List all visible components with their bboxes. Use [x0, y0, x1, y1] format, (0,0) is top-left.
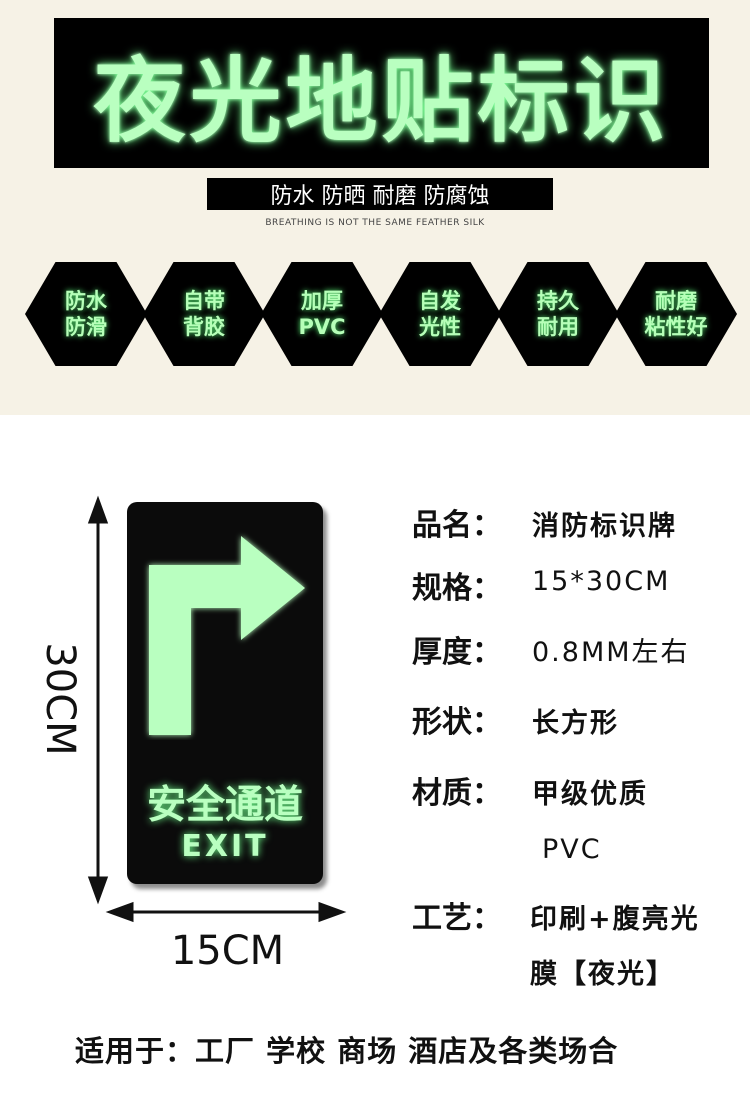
usage-line: 适用于：工厂 学校 商场 酒店及各类场合 — [75, 1034, 619, 1068]
spec-key-shape: 形状： — [412, 705, 502, 740]
feature-hexagon: 防水 防滑 — [25, 262, 147, 366]
tagline: BREATHING IS NOT THE SAME FEATHER SILK — [265, 218, 485, 228]
feature-label: 自发 光性 — [419, 289, 461, 339]
sign-exit-text: EXIT — [181, 829, 269, 864]
right-turn-arrow-icon — [149, 536, 305, 735]
arrow-right-icon — [318, 901, 347, 923]
height-label: 30CM — [37, 642, 83, 756]
spec-value-name: 消防标识牌 — [532, 511, 677, 542]
spec-value-process-2: 膜【夜光】 — [530, 959, 675, 990]
feature-hexagon: 加厚 PVC — [261, 262, 383, 366]
spec-value-thickness: 0.8MM左右 — [532, 637, 690, 668]
feature-label: 加厚 PVC — [298, 289, 346, 339]
arrow-down-icon — [87, 876, 109, 905]
feature-label: 耐磨 粘性好 — [644, 289, 708, 339]
feature-hexagons: 防水 防滑 自带 背胶 加厚 PVC 自发 光性 持久 耐用 耐磨 粘性好 — [0, 262, 750, 372]
feature-label: 防水 防滑 — [65, 289, 107, 339]
spec-key-name: 品名： — [412, 508, 502, 543]
spec-value-size: 15*30CM — [532, 566, 671, 597]
feature-hexagon: 自带 背胶 — [143, 262, 265, 366]
spec-key-thickness: 厚度： — [412, 635, 502, 670]
subtitle-banner: 防水 防晒 耐磨 防腐蚀 — [207, 178, 553, 210]
spec-key-process: 工艺： — [412, 901, 502, 936]
spec-value-material-2: PVC — [542, 834, 602, 865]
spec-key-material: 材质： — [412, 776, 502, 811]
arrow-up-icon — [87, 495, 109, 524]
feature-label: 持久 耐用 — [537, 289, 579, 339]
arrow-left-icon — [105, 901, 134, 923]
spec-value-material: 甲级优质 — [532, 779, 648, 810]
exit-sign: 安全通道 EXIT — [127, 502, 323, 884]
page-title: 夜光地贴标识 — [93, 47, 670, 155]
width-label: 15CM — [170, 928, 285, 974]
sign-text: 安全通道 — [146, 783, 303, 828]
feature-label: 自带 背胶 — [183, 289, 225, 339]
feature-hexagon: 自发 光性 — [379, 262, 501, 366]
title-banner: 夜光地贴标识 — [54, 18, 709, 168]
spec-value-process: 印刷+腹亮光 — [530, 904, 700, 935]
spec-value-shape: 长方形 — [532, 708, 619, 739]
spec-key-size: 规格： — [412, 571, 502, 606]
